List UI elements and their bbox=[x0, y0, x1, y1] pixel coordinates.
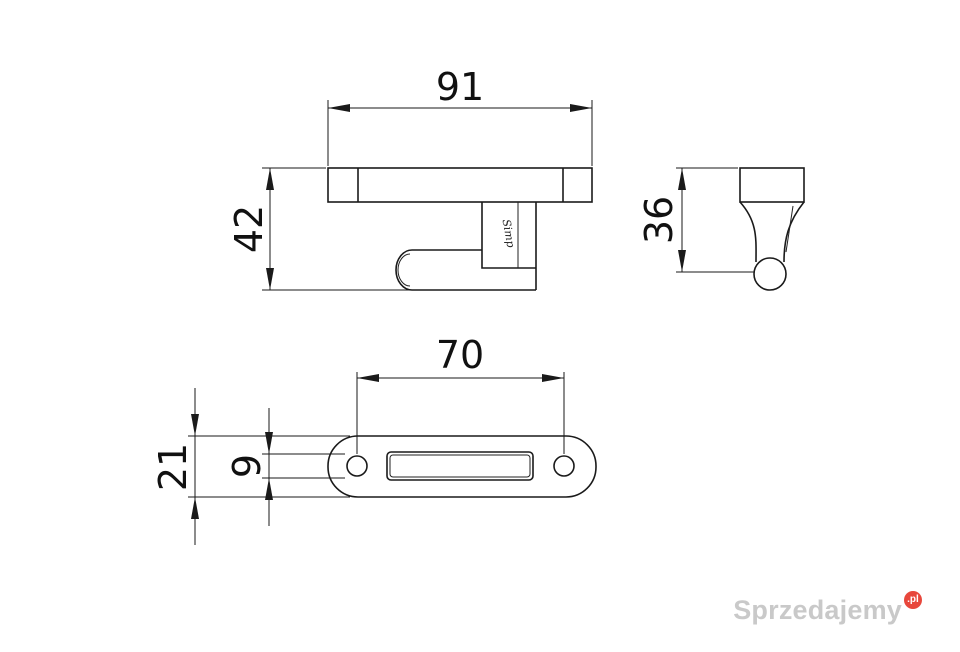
watermark-badge: .pl bbox=[904, 590, 922, 609]
plate-slot-inner bbox=[389, 454, 531, 478]
dimension-21: 21 bbox=[151, 443, 195, 491]
arrow-9-bottom bbox=[265, 478, 273, 500]
dimension-42: 42 bbox=[227, 205, 271, 253]
arrow-36-bottom bbox=[678, 250, 686, 272]
watermark-text: Sprzedajemy bbox=[733, 595, 902, 625]
side-neck-right bbox=[783, 201, 805, 263]
brand-mark: Simp bbox=[500, 218, 518, 248]
arrow-91-left bbox=[328, 104, 350, 112]
dimension-9: 9 bbox=[225, 454, 269, 478]
arrow-21-bottom bbox=[191, 497, 199, 519]
arm-highlight bbox=[397, 253, 411, 287]
plate-view: 70 21 9 bbox=[151, 333, 597, 545]
side-ball bbox=[753, 257, 787, 291]
arrow-70-left bbox=[357, 374, 379, 382]
arrow-42-top bbox=[266, 168, 274, 190]
arrow-70-right bbox=[542, 374, 564, 382]
plate-slot bbox=[386, 451, 534, 481]
arrow-9-top bbox=[265, 432, 273, 454]
side-top bbox=[739, 167, 805, 203]
dimension-91: 91 bbox=[436, 65, 484, 109]
dimension-70: 70 bbox=[436, 333, 484, 377]
arrow-21-top bbox=[191, 414, 199, 436]
bottom-arm bbox=[395, 249, 536, 291]
front-view: Simp 91 42 bbox=[227, 65, 593, 291]
top-bar bbox=[327, 167, 593, 203]
plate-hole-left bbox=[346, 455, 368, 477]
arrow-91-right bbox=[570, 104, 592, 112]
arrow-36-top bbox=[678, 168, 686, 190]
plate-hole-right bbox=[553, 455, 575, 477]
arrow-42-bottom bbox=[266, 268, 274, 290]
side-view: 36 bbox=[637, 167, 805, 291]
plate-outline bbox=[327, 435, 597, 498]
watermark: Sprzedajemy .pl bbox=[733, 590, 922, 626]
side-neck bbox=[739, 201, 757, 263]
side-neck-inner bbox=[785, 205, 794, 253]
dimension-36: 36 bbox=[637, 196, 681, 244]
